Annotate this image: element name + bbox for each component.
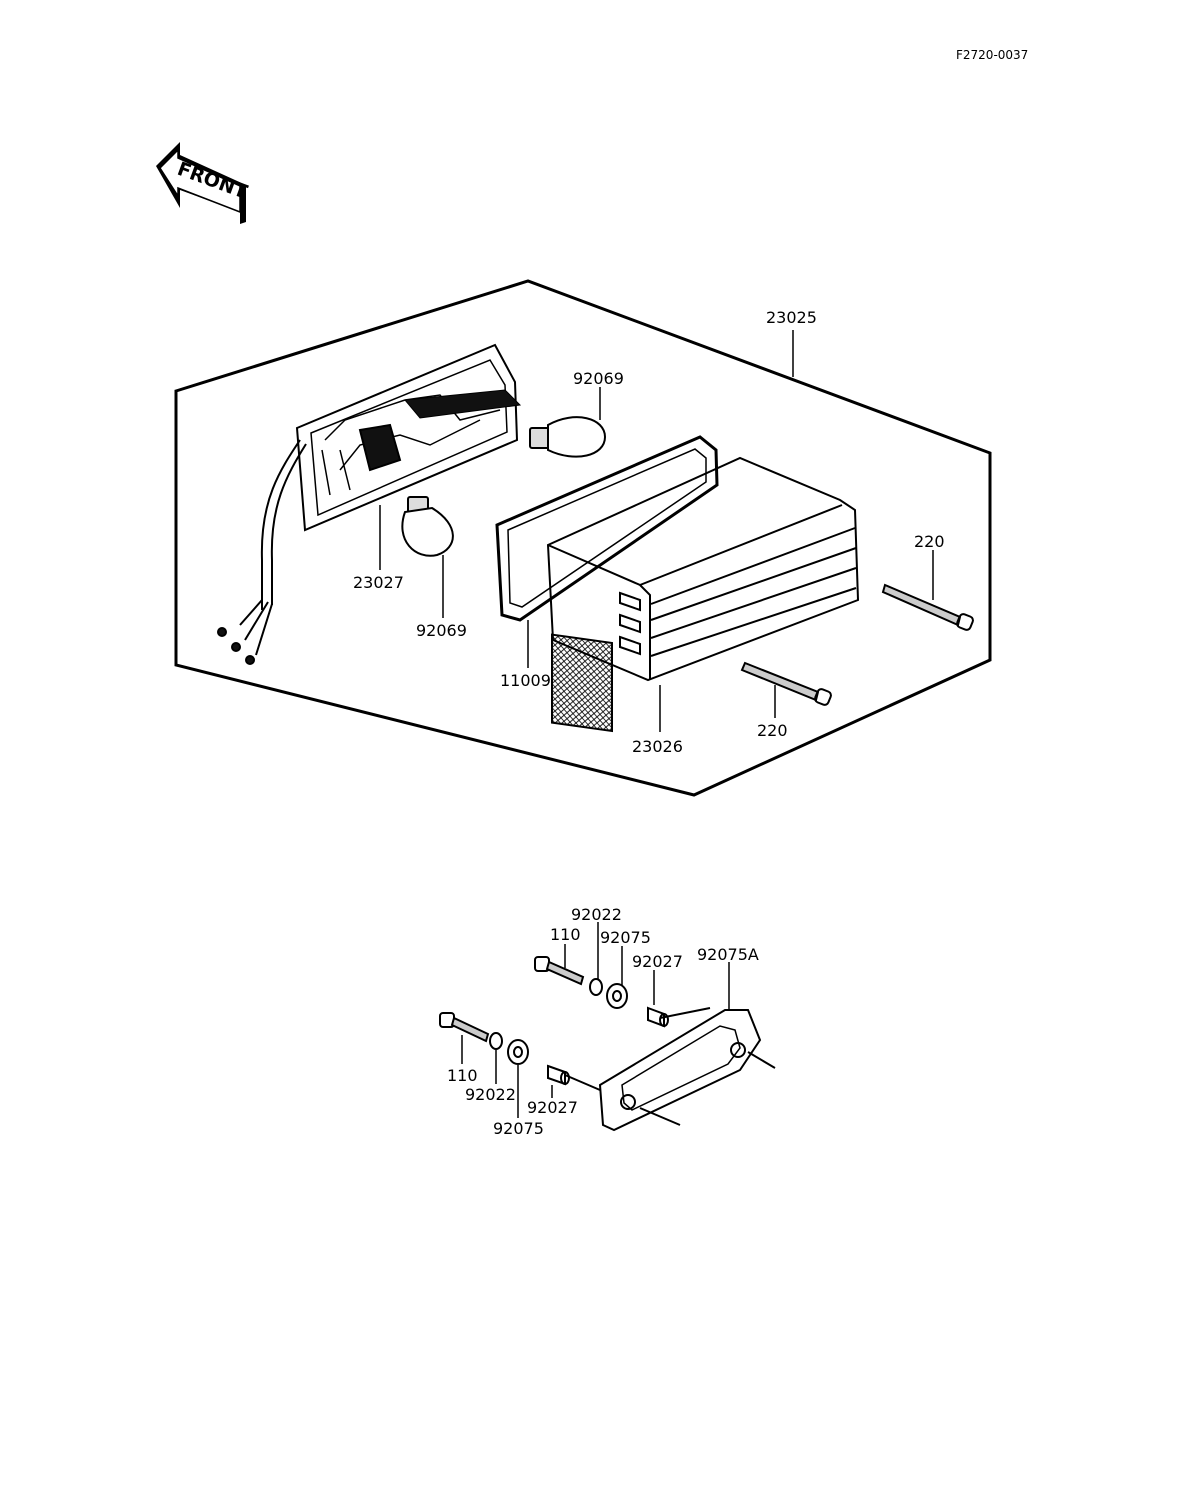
label-92069-lower: 92069 xyxy=(416,621,467,640)
damper-lower-icon xyxy=(507,1039,529,1065)
screw-upper-icon xyxy=(881,583,974,631)
label-92069-upper: 92069 xyxy=(573,369,624,388)
front-arrow-icon: FRONT xyxy=(156,142,250,224)
bracket-leader-lines xyxy=(461,922,730,1118)
label-92075a: 92075A xyxy=(697,945,759,964)
label-23027: 23027 xyxy=(353,573,404,592)
collar-upper-icon xyxy=(647,1006,669,1028)
bulb-upper-icon xyxy=(529,416,607,458)
leader-lines xyxy=(379,330,934,732)
bulb-lower-icon xyxy=(401,496,454,557)
gasket xyxy=(495,435,719,622)
label-23026: 23026 xyxy=(632,737,683,756)
label-110-upper: 110 xyxy=(550,925,581,944)
assembly-outline xyxy=(174,279,992,797)
screw-lower-icon xyxy=(740,661,832,706)
label-220-lower: 220 xyxy=(757,721,788,740)
label-92075-upper: 92075 xyxy=(600,928,651,947)
label-220-upper: 220 xyxy=(914,532,945,551)
label-23025: 23025 xyxy=(766,308,817,327)
label-92027-lower: 92027 xyxy=(527,1098,578,1117)
damper-upper-icon xyxy=(606,983,628,1009)
washer-lower-icon xyxy=(489,1032,503,1050)
label-92022-lower: 92022 xyxy=(465,1085,516,1104)
bolt-lower-icon xyxy=(439,1012,490,1043)
label-92027-upper: 92027 xyxy=(632,952,683,971)
lens-housing xyxy=(217,343,522,665)
lens-cover xyxy=(546,456,860,733)
bolt-upper-icon xyxy=(534,956,585,986)
label-11009: 11009 xyxy=(500,671,551,690)
drawing-id: F2720-0037 xyxy=(956,48,1028,62)
bracket-92075a xyxy=(564,1007,776,1132)
label-110-lower: 110 xyxy=(447,1066,478,1085)
washer-upper-icon xyxy=(589,978,603,996)
collar-lower-icon xyxy=(547,1064,570,1086)
label-92022-upper: 92022 xyxy=(571,905,622,924)
label-92075-lower: 92075 xyxy=(493,1119,544,1138)
